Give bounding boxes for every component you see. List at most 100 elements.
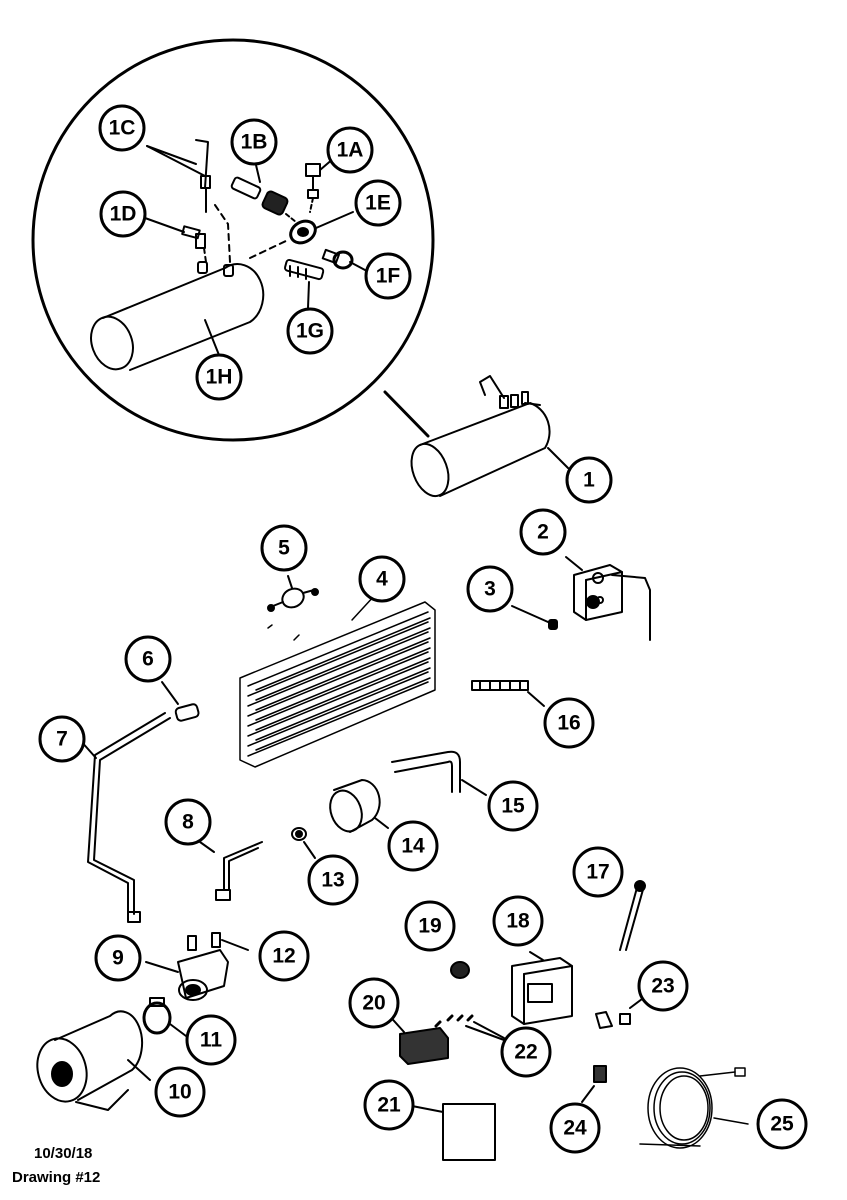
callout-7: 7	[38, 715, 86, 763]
callout-23: 23	[637, 960, 689, 1012]
part-1H-tank	[90, 261, 265, 371]
svg-text:2: 2	[537, 521, 549, 544]
svg-text:18: 18	[506, 910, 530, 933]
svg-text:12: 12	[272, 945, 295, 968]
callout-8: 8	[164, 798, 212, 846]
callout-20: 20	[348, 977, 400, 1029]
callout-1H: 1H	[195, 353, 243, 401]
svg-text:7: 7	[56, 728, 68, 751]
part-14-filter	[329, 779, 389, 833]
part-12-fittings	[187, 932, 249, 951]
part-9-pump-head	[145, 949, 229, 1001]
svg-text:13: 13	[321, 869, 344, 892]
callout-17: 17	[572, 846, 624, 898]
svg-text:20: 20	[362, 992, 385, 1015]
svg-text:3: 3	[484, 578, 496, 601]
callout-4: 4	[358, 555, 406, 603]
part-16-terminal-strip	[471, 680, 545, 707]
callout-18: 18	[492, 895, 544, 947]
part-21-plate	[411, 1103, 496, 1161]
svg-text:1: 1	[583, 469, 595, 492]
part-25-power-cord	[639, 1067, 749, 1149]
part-23-clip	[595, 995, 647, 1029]
part-8-elbow	[199, 841, 263, 901]
part-7-line	[79, 712, 171, 923]
callout-1D: 1D	[99, 190, 147, 238]
svg-text:1E: 1E	[365, 192, 391, 215]
svg-text:14: 14	[401, 835, 425, 858]
svg-text:1A: 1A	[337, 139, 364, 162]
drawing-date: 10/30/18	[34, 1145, 93, 1162]
svg-text:1F: 1F	[376, 265, 401, 288]
callout-5: 5	[260, 524, 308, 572]
callout-1G: 1G	[286, 307, 334, 355]
callout-1E: 1E	[354, 179, 402, 227]
svg-text:1B: 1B	[241, 131, 268, 154]
part-1C-tube	[195, 139, 231, 263]
svg-text:21: 21	[377, 1094, 401, 1117]
detail-leader-lines	[144, 145, 366, 356]
part-2-control-box	[565, 556, 651, 641]
svg-text:23: 23	[651, 975, 674, 998]
part-1-tank	[410, 375, 569, 498]
part-11-clamp	[142, 997, 187, 1037]
part-24-switch	[581, 1065, 607, 1103]
svg-text:1C: 1C	[109, 117, 136, 140]
part-3-screw	[511, 605, 558, 630]
callout-22: 22	[500, 1026, 552, 1078]
part-17-probe	[619, 880, 646, 951]
svg-text:10: 10	[168, 1081, 191, 1104]
svg-text:4: 4	[376, 568, 388, 591]
callout-1F: 1F	[364, 252, 412, 300]
callout-1A: 1A	[326, 126, 374, 174]
part-6-sleeve	[161, 681, 200, 722]
callout-1: 1	[565, 456, 613, 504]
detail-view-bubble	[31, 38, 435, 442]
part-10-motor	[36, 1010, 151, 1111]
svg-text:8: 8	[182, 811, 194, 834]
svg-text:5: 5	[278, 537, 290, 560]
svg-text:9: 9	[112, 947, 124, 970]
callout-1C: 1C	[98, 104, 146, 152]
svg-text:6: 6	[142, 648, 154, 671]
part-19-knob	[450, 961, 470, 979]
part-1D-elbow	[181, 225, 207, 263]
part-18-box	[511, 951, 573, 1025]
callout-19: 19	[404, 900, 456, 952]
svg-text:1H: 1H	[206, 366, 233, 389]
callout-6: 6	[124, 635, 172, 683]
callout-12: 12	[258, 930, 310, 982]
svg-text:1G: 1G	[296, 320, 324, 343]
svg-text:1D: 1D	[110, 203, 137, 226]
drawing-number: Drawing #12	[12, 1169, 101, 1186]
part-4-evaporator-coil	[239, 594, 436, 768]
callout-1B: 1B	[230, 118, 278, 166]
callout-2: 2	[519, 508, 567, 556]
part-1G-nozzle	[284, 258, 325, 281]
part-20-circuit-board	[385, 1011, 449, 1065]
part-1B-valve	[230, 176, 297, 223]
callout-16: 16	[543, 697, 595, 749]
svg-text:19: 19	[418, 915, 441, 938]
svg-text:15: 15	[501, 795, 525, 818]
part-15-hose	[391, 750, 487, 796]
part-22-screws	[434, 1014, 505, 1041]
part-1E-nut	[249, 219, 317, 259]
part-13-nut	[291, 827, 316, 859]
callout-9: 9	[94, 934, 142, 982]
callout-14: 14	[387, 820, 439, 872]
callout-15: 15	[487, 780, 539, 832]
svg-text:25: 25	[770, 1113, 794, 1136]
part-1A-needle	[305, 163, 321, 213]
svg-text:22: 22	[514, 1041, 537, 1064]
part-1F-orifice	[321, 248, 354, 270]
part-5-solenoid-valve	[267, 575, 319, 612]
callout-10: 10	[154, 1066, 206, 1118]
callout-24: 24	[549, 1102, 601, 1154]
svg-text:16: 16	[557, 712, 580, 735]
svg-text:24: 24	[563, 1117, 587, 1140]
callout-25: 25	[756, 1098, 808, 1150]
svg-text:17: 17	[586, 861, 609, 884]
svg-text:11: 11	[200, 1029, 223, 1052]
